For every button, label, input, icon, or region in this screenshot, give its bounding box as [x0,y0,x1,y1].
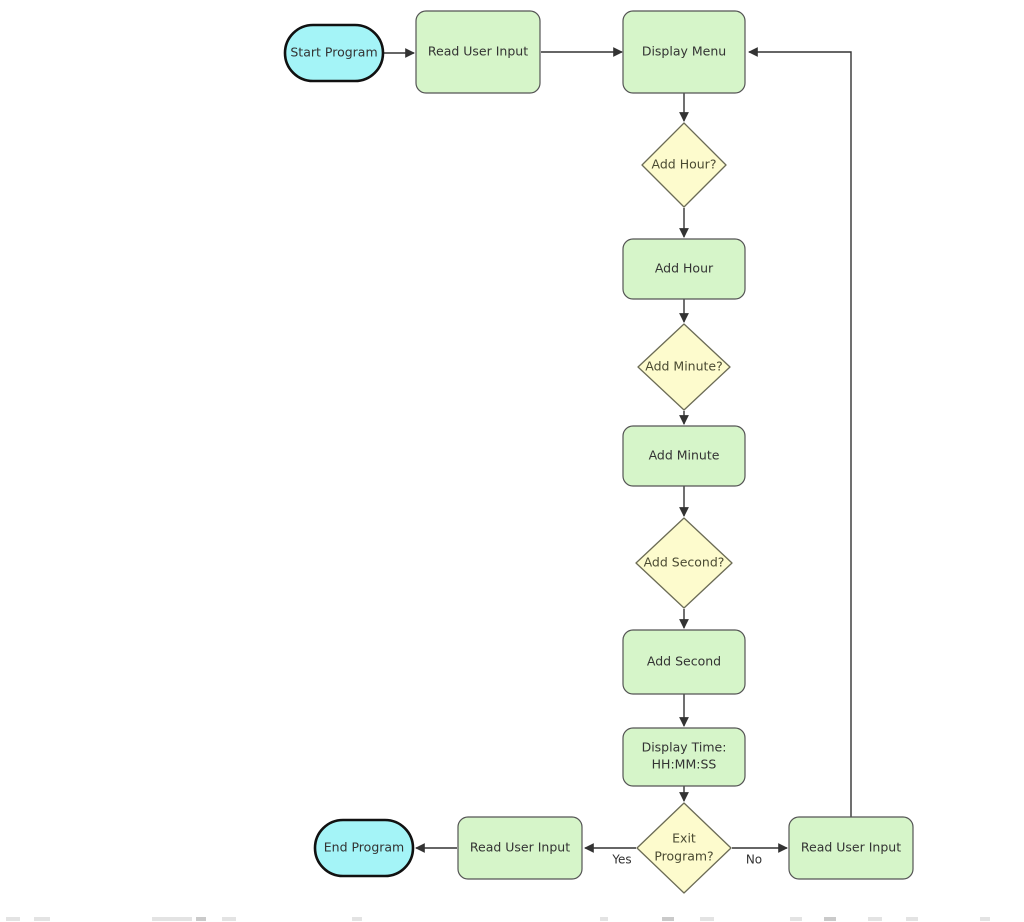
node-add-minute-decision-label: Add Minute? [645,359,723,374]
node-end-program-label: End Program [324,840,404,855]
edge-label-no: No [746,853,762,867]
node-exit-program-decision-label-line1: Exit [672,831,696,846]
node-add-second[interactable]: Add Second [622,629,746,695]
node-exit-program-decision-label-line2: Program? [654,849,713,864]
node-add-minute[interactable]: Add Minute [622,425,746,487]
connector-layer [383,47,852,853]
node-display-time-label-line1: Display Time: [642,740,727,755]
node-start-program-label: Start Program [290,45,377,60]
node-display-time[interactable]: Display Time: HH:MM:SS [622,727,746,787]
node-exit-program-decision[interactable]: Exit Program? [636,802,732,894]
node-display-menu[interactable]: Display Menu [622,10,746,94]
node-add-minute-decision[interactable]: Add Minute? [637,323,731,411]
node-add-second-decision[interactable]: Add Second? [635,517,733,609]
node-add-hour-decision-label: Add Hour? [652,157,717,172]
node-read-user-input-no[interactable]: Read User Input [788,816,914,880]
node-display-time-label-line2: HH:MM:SS [652,757,717,772]
clipped-bottom-strip [0,914,1024,922]
edge-read3-to-menu-return [748,47,852,817]
node-read-user-input-yes-label: Read User Input [470,840,570,855]
node-add-second-label: Add Second [647,654,721,669]
node-read-user-input-no-label: Read User Input [801,840,901,855]
node-display-menu-label: Display Menu [642,44,726,59]
node-start-program[interactable]: Start Program [283,23,385,83]
edge-label-yes: Yes [611,853,631,867]
node-read-user-input-yes[interactable]: Read User Input [457,816,583,880]
node-add-second-decision-label: Add Second? [644,555,725,570]
node-end-program[interactable]: End Program [313,818,415,878]
node-read-user-input-top[interactable]: Read User Input [415,10,541,94]
node-read-user-input-top-label: Read User Input [428,44,528,59]
node-add-hour-label: Add Hour [655,261,714,276]
node-add-hour-decision[interactable]: Add Hour? [641,122,727,208]
node-add-hour[interactable]: Add Hour [622,238,746,300]
node-add-minute-label: Add Minute [649,448,720,463]
